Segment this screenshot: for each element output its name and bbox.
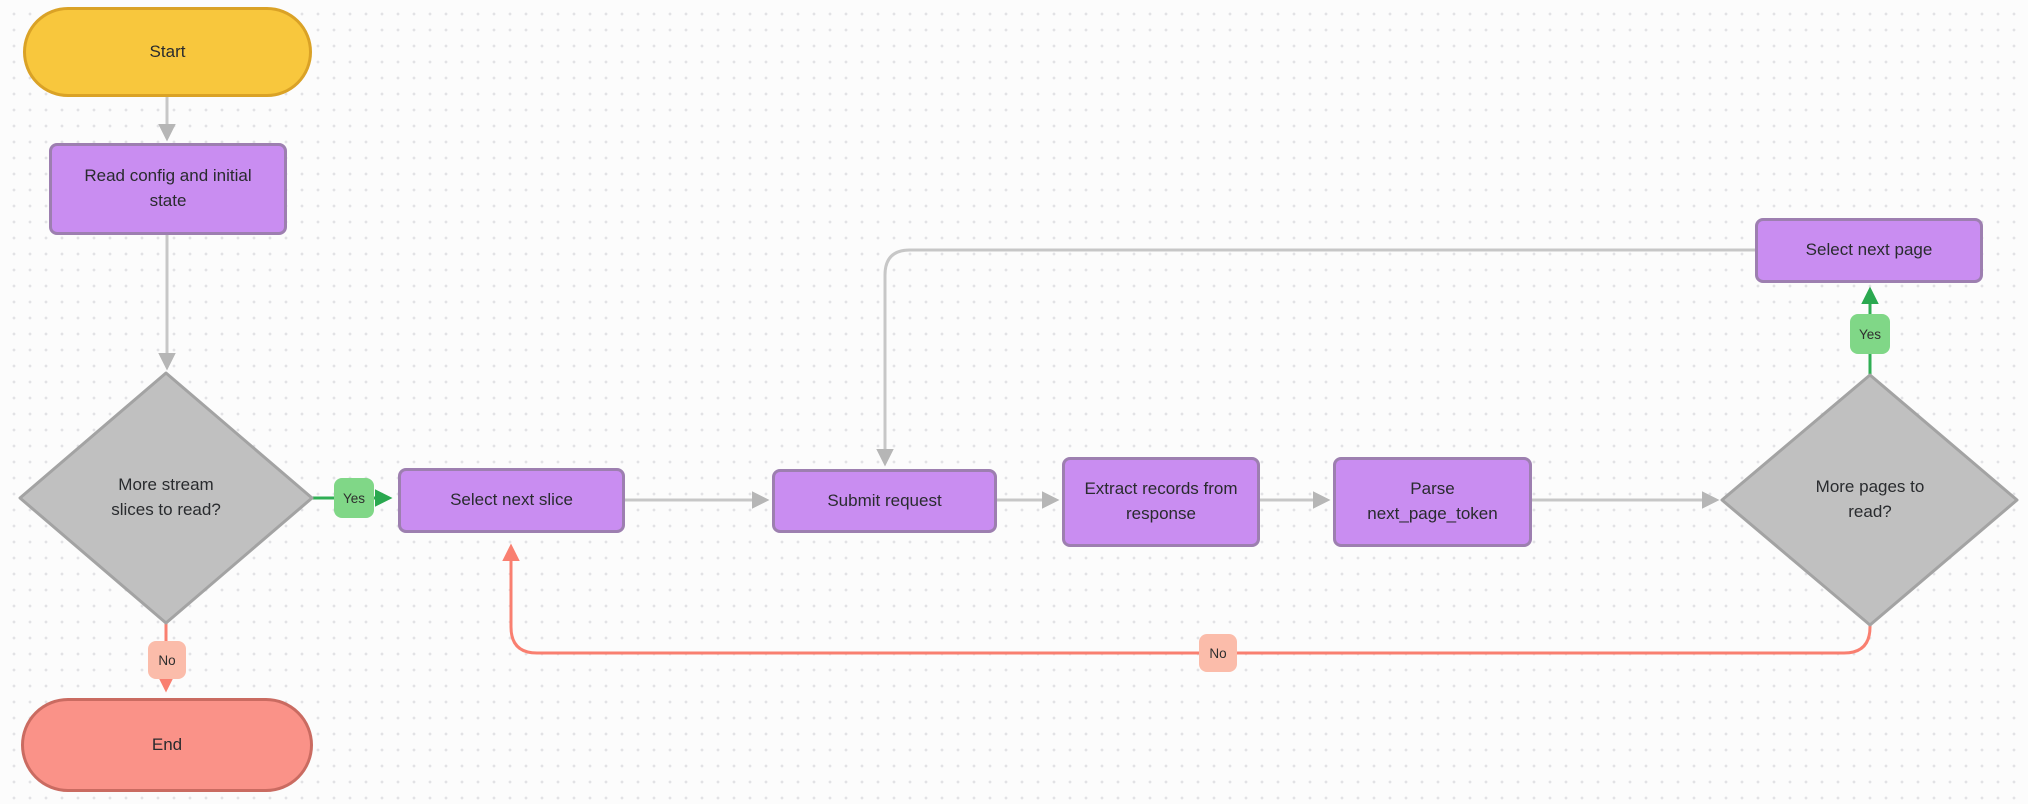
node-read-config: Read config and initial state [49,143,287,235]
node-select-slice: Select next slice [398,468,625,533]
node-extract-records: Extract records from response [1062,457,1260,547]
node-select-page: Select next page [1755,218,1983,283]
node-start: Start [23,7,312,97]
node-parse-token: Parse next_page_token [1333,457,1532,547]
edge-label-no-pages: No [1199,634,1237,672]
edge-label-yes-pages: Yes [1850,314,1890,354]
node-submit-request: Submit request [772,469,997,533]
edge-label-no-slices: No [148,641,186,679]
edge-more-pages-no-to-select-slice [502,543,1872,655]
node-more-pages-label: More pages to read? [1815,477,1925,521]
node-more-slices-shape [18,371,314,625]
node-more-slices-label: More stream slices to read? [111,475,221,519]
node-end: End [21,698,313,792]
edge-label-yes-slices: Yes [334,478,374,518]
node-more-pages-shape [1720,373,2019,627]
edge-select-page-to-submit-request [876,248,1755,467]
